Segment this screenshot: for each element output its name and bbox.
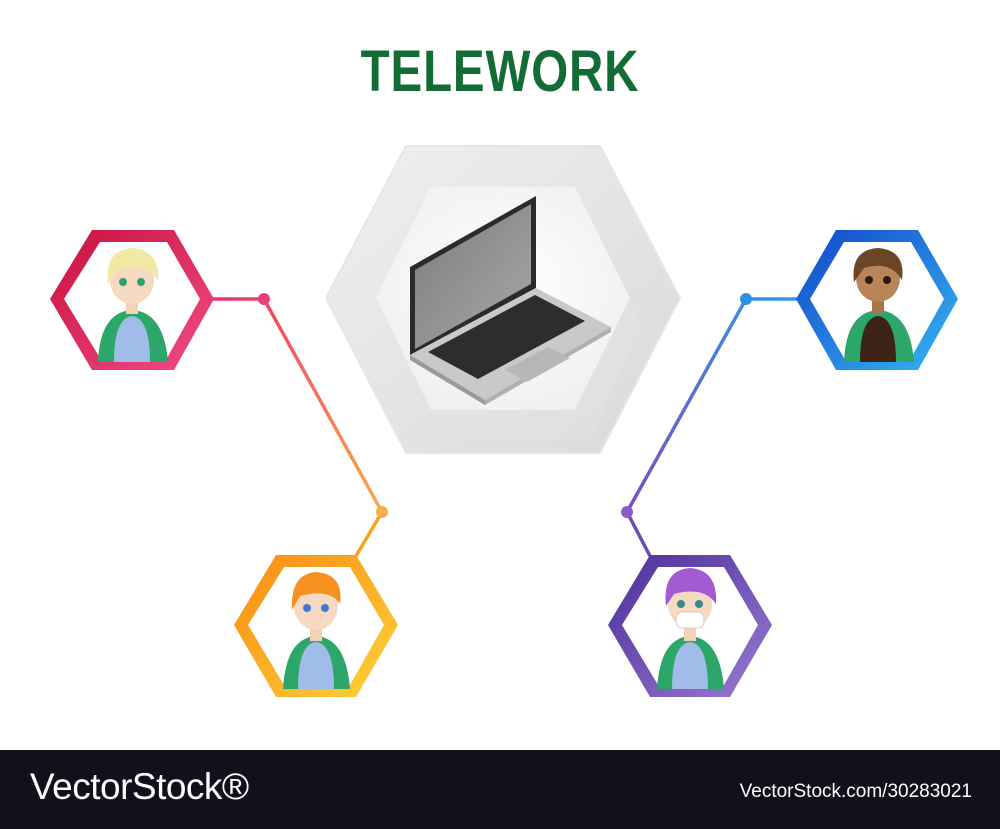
telework-diagram [50, 145, 958, 697]
laptop-icon [410, 196, 611, 405]
avatar [98, 248, 168, 362]
page-title: TELEWORK [360, 39, 640, 104]
node-dot [258, 293, 270, 305]
person-top-left [50, 230, 214, 370]
person-bottom-right [608, 555, 772, 697]
node-dot [740, 293, 752, 305]
avatar [844, 248, 914, 362]
node-dot [376, 506, 388, 518]
person-bottom-left [234, 555, 398, 697]
laptop-hexagon [324, 145, 682, 454]
node-dot [621, 506, 633, 518]
face-mask [675, 611, 705, 629]
connector-lines [212, 293, 800, 557]
footer-brand: VectorStock® [30, 766, 249, 807]
footer-image-id: VectorStock.com/30283021 [739, 781, 972, 802]
footer-bar: VectorStock® VectorStock.com/30283021 [0, 750, 1000, 829]
avatar [283, 572, 350, 689]
person-top-right [796, 230, 958, 370]
avatar [657, 568, 724, 689]
